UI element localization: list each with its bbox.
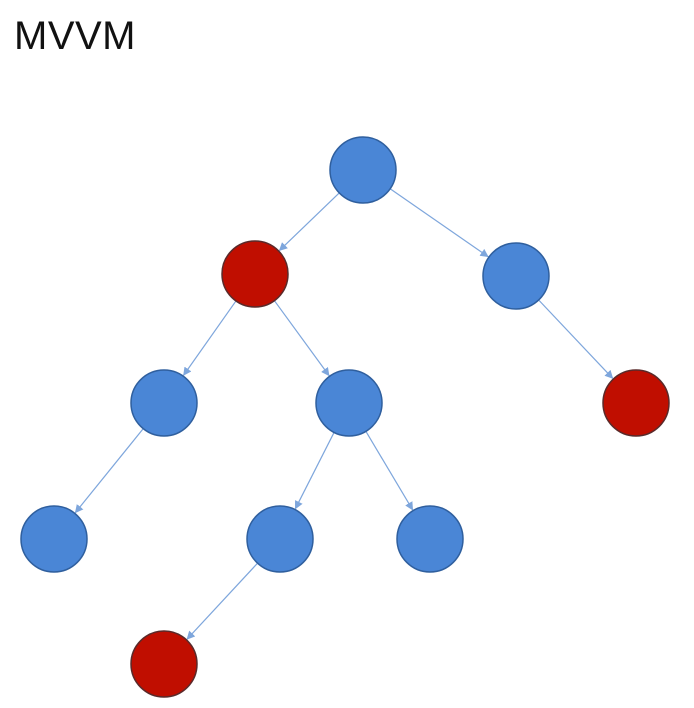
blue-node-n2 [482,242,550,310]
edge-n4-to-n8 [365,431,414,511]
edge-n2-to-n5 [538,299,614,379]
red-node-n1 [221,240,289,308]
edge-n4-to-n7 [294,432,335,510]
blue-node-n7 [246,505,314,573]
edge-n1-to-n4 [273,300,330,377]
edge-root-to-n2 [389,188,489,258]
blue-node-root [329,136,397,204]
edges-layer [74,188,614,640]
red-node-n5 [602,369,670,437]
blue-node-n6 [20,505,88,573]
edge-n1-to-n3 [183,300,237,376]
red-node-n9 [130,630,198,698]
blue-node-n4 [315,369,383,437]
edge-n3-to-n6 [74,428,144,514]
blue-node-n3 [130,369,198,437]
page-title: MVVM [14,14,136,58]
nodes-layer [20,136,670,698]
edge-n7-to-n9 [186,562,258,640]
edge-root-to-n1 [278,192,340,251]
blue-node-n8 [396,505,464,573]
